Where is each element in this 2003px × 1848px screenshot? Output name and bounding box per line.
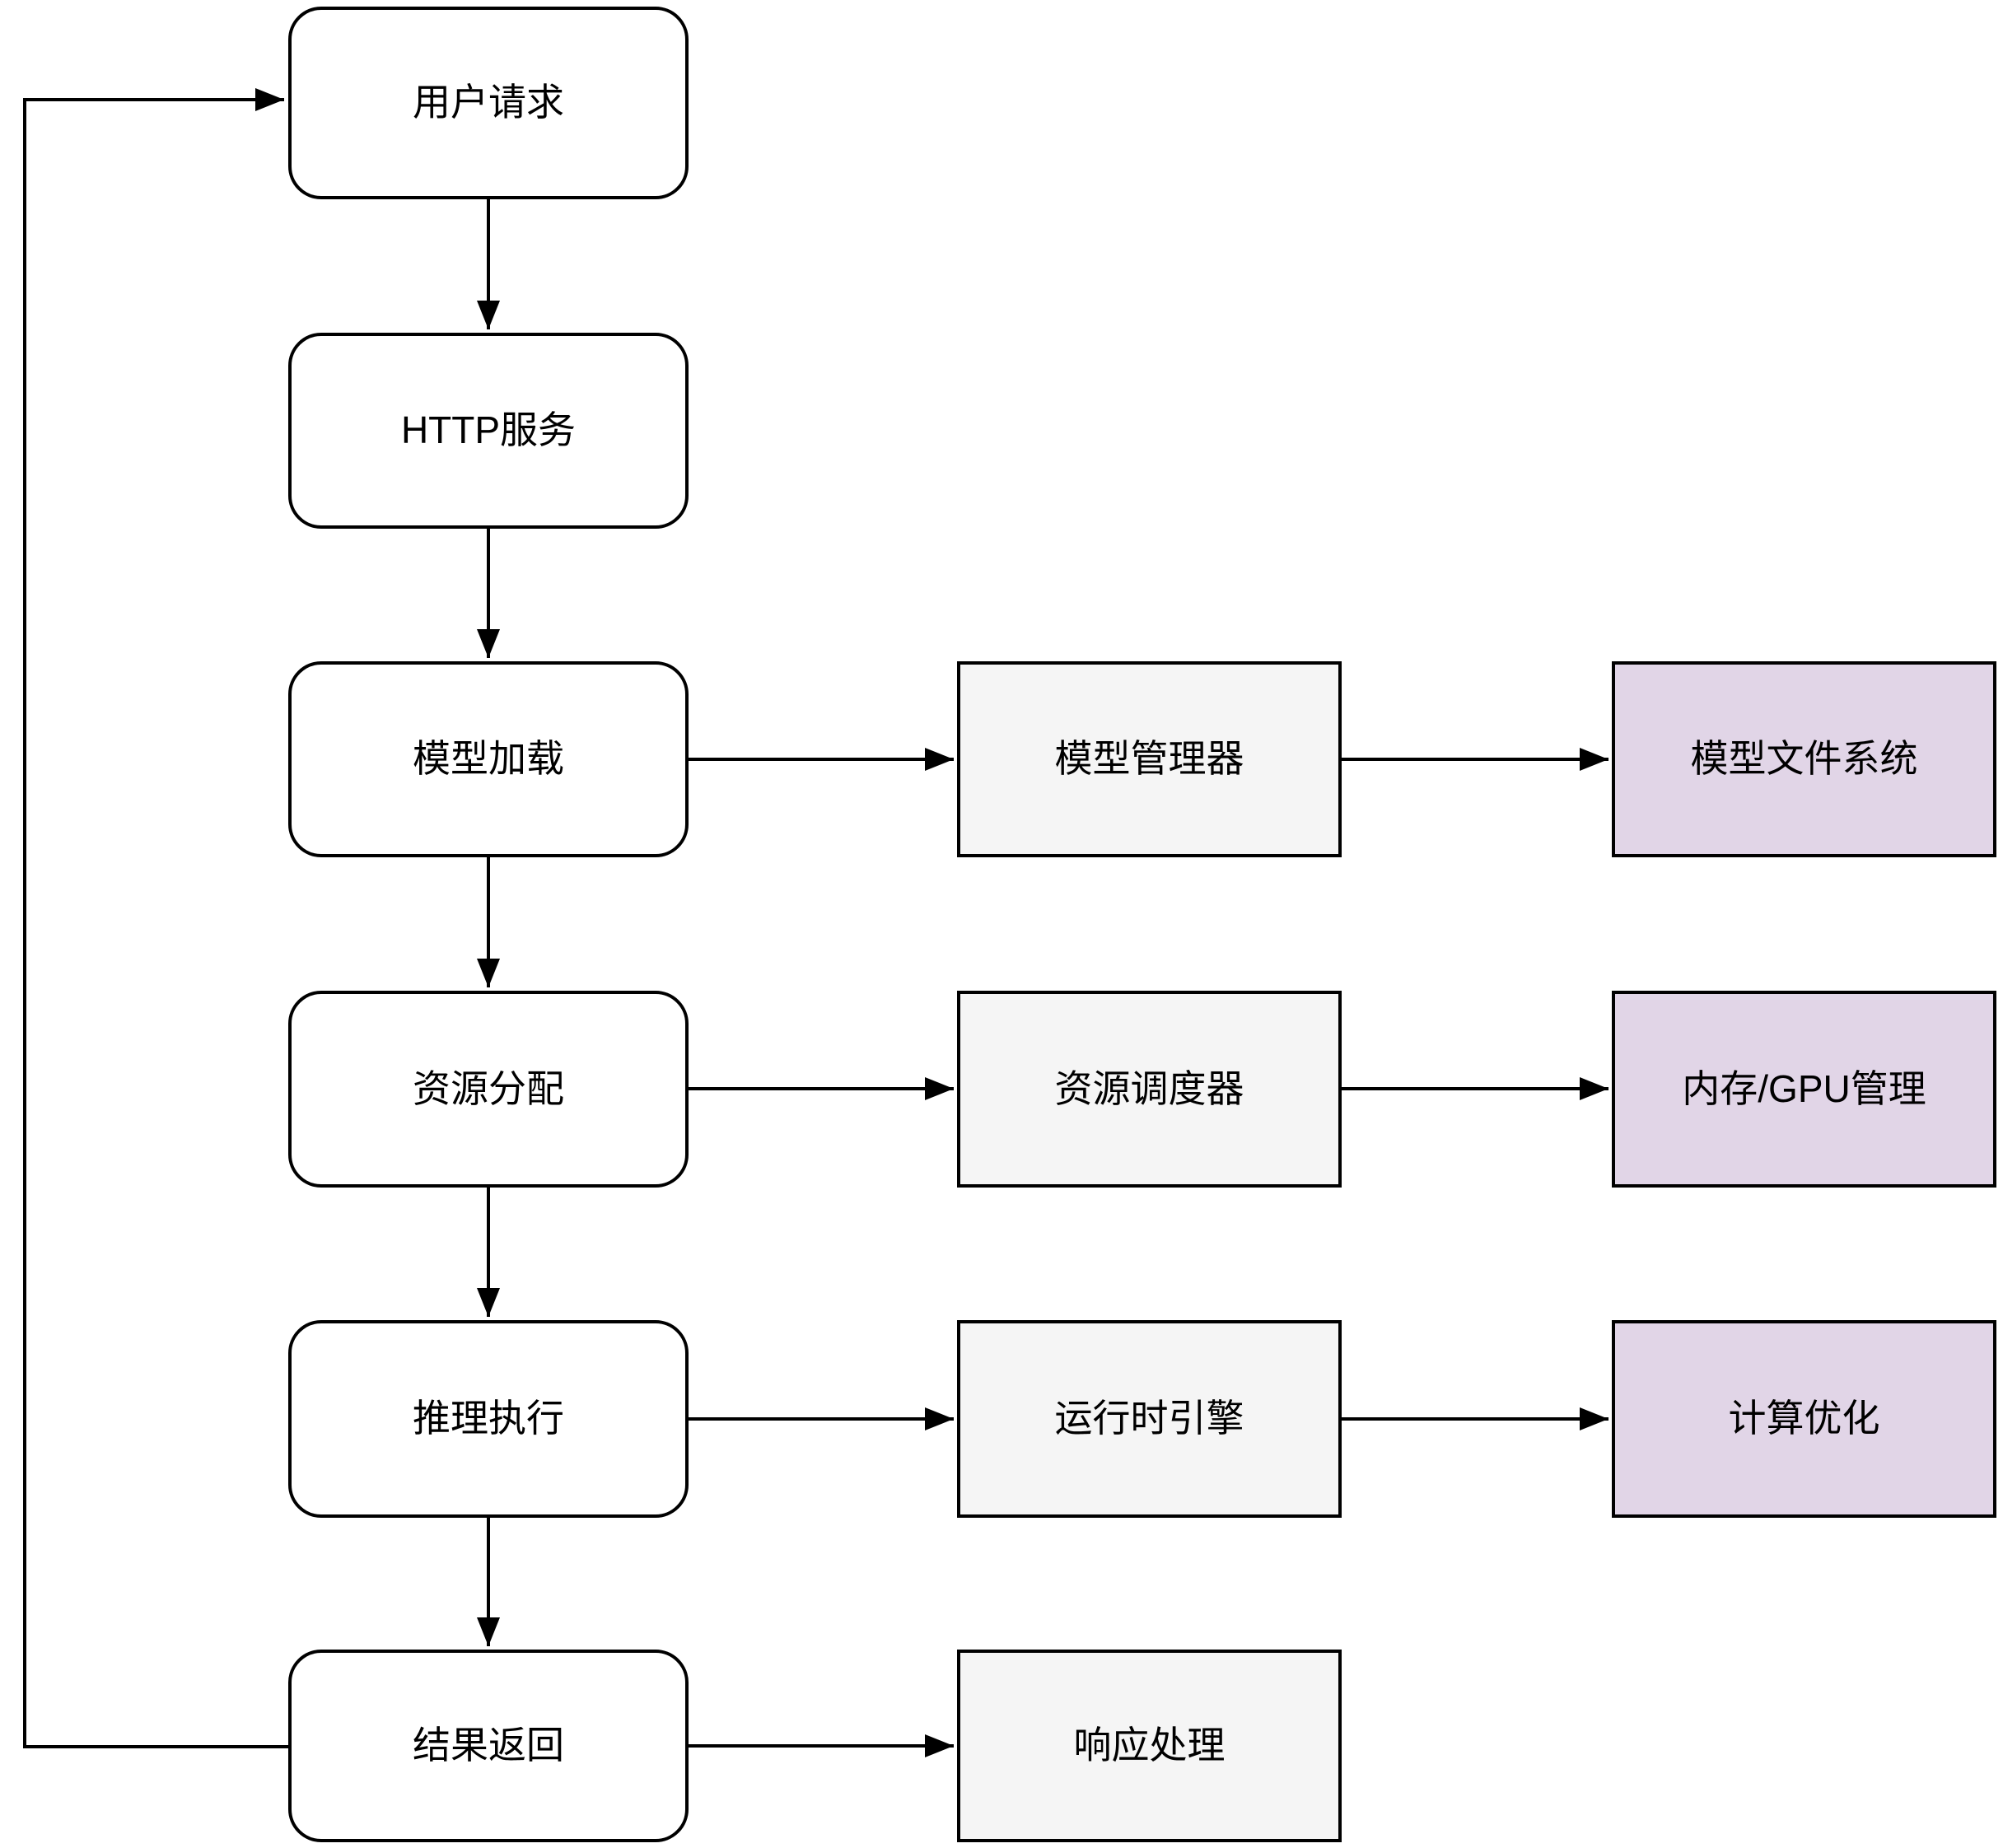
node-model-file-system: 模型文件系统 (1612, 661, 1996, 857)
node-model-loading-label: 模型加载 (413, 737, 564, 781)
node-runtime-engine-label: 运行时引擎 (1054, 1397, 1244, 1440)
node-response-processing: 响应处理 (957, 1650, 1342, 1842)
node-model-loading: 模型加载 (288, 661, 689, 857)
node-user-request-label: 用户请求 (413, 81, 564, 124)
node-resource-scheduler-label: 资源调度器 (1054, 1066, 1244, 1110)
node-http-service-label: HTTP服务 (400, 408, 577, 452)
node-model-manager-label: 模型管理器 (1054, 737, 1244, 781)
edge-result-return-to-user-request-feedback (23, 88, 288, 1748)
node-resource-allocation: 资源分配 (288, 991, 689, 1188)
node-memory-gpu-management: 内存/GPU管理 (1612, 991, 1996, 1188)
node-compute-optimization: 计算优化 (1612, 1320, 1996, 1518)
node-http-service: HTTP服务 (288, 333, 689, 529)
node-resource-allocation-label: 资源分配 (413, 1066, 564, 1110)
node-result-return-label: 结果返回 (413, 1724, 564, 1767)
node-memory-gpu-management-label: 内存/GPU管理 (1682, 1066, 1926, 1110)
node-inference-execution: 推理执行 (288, 1320, 689, 1518)
node-user-request: 用户请求 (288, 7, 689, 199)
node-model-manager: 模型管理器 (957, 661, 1342, 857)
node-compute-optimization-label: 计算优化 (1728, 1397, 1880, 1440)
node-resource-scheduler: 资源调度器 (957, 991, 1342, 1188)
node-inference-execution-label: 推理执行 (413, 1397, 564, 1440)
node-runtime-engine: 运行时引擎 (957, 1320, 1342, 1518)
node-response-processing-label: 响应处理 (1073, 1724, 1226, 1767)
node-result-return: 结果返回 (288, 1650, 689, 1842)
node-model-file-system-label: 模型文件系统 (1690, 737, 1918, 781)
